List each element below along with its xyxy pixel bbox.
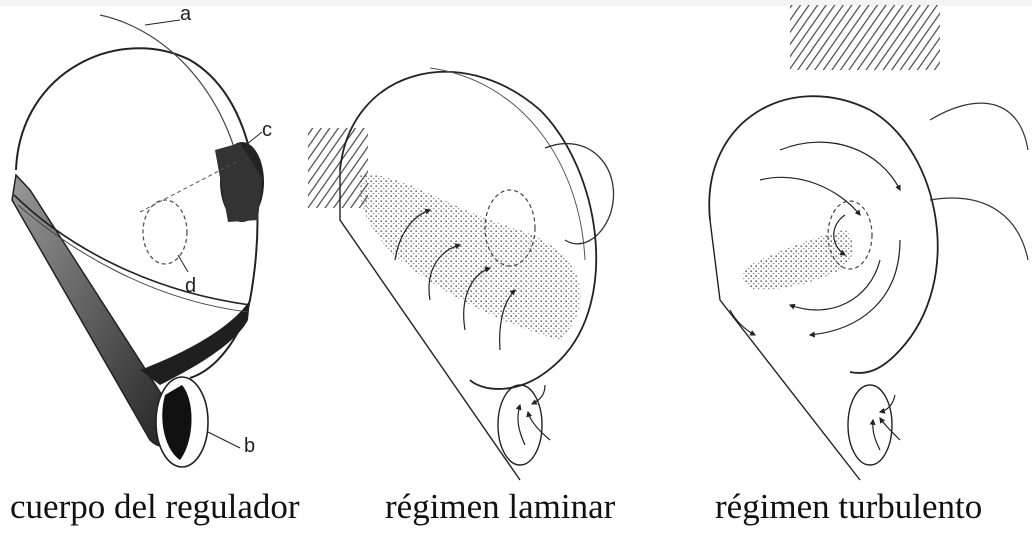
regulator-body bbox=[12, 15, 264, 467]
caption-regulator-body: cuerpo del regulador bbox=[10, 487, 300, 527]
label-c: c bbox=[262, 119, 272, 141]
caption-laminar: régimen laminar bbox=[385, 487, 615, 527]
label-d: d bbox=[185, 275, 196, 297]
label-b: b bbox=[244, 435, 255, 457]
turbulent-diagram bbox=[709, 5, 1028, 480]
laminar-diagram bbox=[308, 68, 614, 480]
caption-turbulent: régimen turbulento bbox=[715, 487, 982, 527]
label-a: a bbox=[180, 3, 192, 25]
